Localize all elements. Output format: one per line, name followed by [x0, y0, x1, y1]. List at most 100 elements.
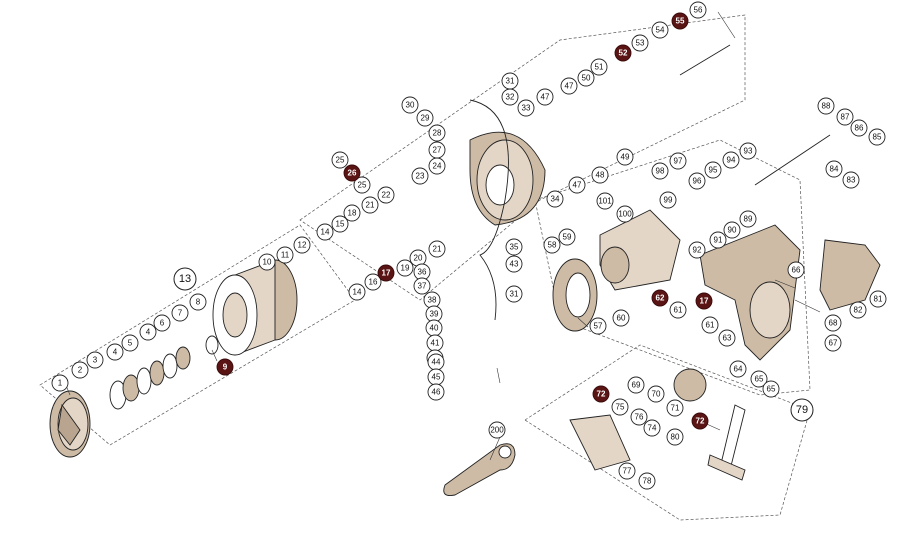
- spool-part: [212, 259, 298, 356]
- reel-body-part: [699, 224, 801, 361]
- callout-number: 87: [841, 113, 850, 122]
- callout-number: 40: [430, 324, 439, 333]
- main-gear-part: [552, 258, 598, 332]
- callout-32: 32: [501, 88, 519, 106]
- callout-circle: [589, 317, 607, 335]
- callout-circle: [331, 215, 349, 233]
- callout-number: 63: [723, 334, 732, 343]
- callout-number: 98: [656, 167, 665, 176]
- callout-number: 59: [563, 233, 572, 242]
- callout-number: 82: [854, 306, 863, 315]
- callout-circle: [669, 152, 687, 170]
- callout-35: 35: [505, 238, 523, 256]
- callout-number: 53: [636, 39, 645, 48]
- callout-46: 46: [427, 383, 445, 401]
- callout-2: 2: [71, 361, 89, 379]
- callout-28: 28: [428, 124, 446, 142]
- callout-101: 101: [596, 192, 614, 210]
- callout-number: 34: [551, 195, 560, 204]
- main-shaft-part: [679, 44, 731, 76]
- callout-circle: [428, 141, 446, 159]
- callout-17: 17: [695, 292, 713, 310]
- callout-circle: [543, 236, 561, 254]
- callout-8: 8: [189, 293, 207, 311]
- callout-number: 75: [616, 403, 625, 412]
- callout-number: 61: [706, 321, 715, 330]
- callout-45: 45: [427, 368, 445, 386]
- callout-71: 71: [666, 399, 684, 417]
- callout-circle: [536, 88, 554, 106]
- callout-number: 52: [619, 49, 628, 58]
- callout-circle: [505, 255, 523, 273]
- callout-12: 12: [293, 236, 311, 254]
- callout-87: 87: [836, 108, 854, 126]
- callout-circle: [659, 191, 677, 209]
- callout-number: 36: [418, 268, 427, 277]
- callout-86: 86: [850, 119, 868, 137]
- callout-circle: [501, 88, 519, 106]
- callout-65: 65: [762, 380, 780, 398]
- callout-number: 39: [430, 310, 439, 319]
- callout-number: 80: [671, 433, 680, 442]
- callout-number: 101: [598, 197, 612, 206]
- callout-number: 14: [321, 228, 330, 237]
- callout-circle: [787, 261, 805, 279]
- callout-80: 80: [666, 428, 684, 446]
- callout-82: 82: [849, 301, 867, 319]
- callout-circle: [688, 241, 706, 259]
- callout-16: 16: [364, 273, 382, 291]
- callout-number: 69: [632, 381, 641, 390]
- callout-number: 89: [744, 215, 753, 224]
- callout-47: 47: [536, 88, 554, 106]
- callout-55: 55: [671, 12, 689, 30]
- callout-74: 74: [643, 419, 661, 437]
- callout-18: 18: [343, 204, 361, 222]
- callout-circle: [348, 283, 366, 301]
- callout-number: 85: [873, 133, 882, 142]
- callout-circle: [718, 329, 736, 347]
- callout-89: 89: [739, 210, 757, 228]
- callout-number: 47: [573, 181, 582, 190]
- callout-number: 1: [58, 379, 63, 388]
- callout-circle: [86, 351, 104, 369]
- callout-circle: [616, 148, 634, 166]
- callout-number: 88: [822, 102, 831, 111]
- callout-number: 56: [694, 6, 703, 15]
- side-cover-part: [819, 239, 881, 311]
- callout-number: 18: [348, 209, 357, 218]
- callout-circle: [666, 428, 684, 446]
- callout-number: 19: [401, 264, 410, 273]
- callout-number: 49: [621, 153, 630, 162]
- callout-circle: [276, 246, 294, 264]
- callout-24: 24: [428, 157, 446, 175]
- callout-number: 68: [829, 319, 838, 328]
- callout-circle: [517, 99, 535, 117]
- handle-knob-part: [443, 443, 516, 496]
- callout-10: 10: [258, 253, 276, 271]
- callout-circle: [428, 240, 446, 258]
- callout-circle: [825, 160, 843, 178]
- drag-washers-part: [109, 335, 219, 410]
- callout-number: 83: [847, 176, 856, 185]
- callout-number: 47: [541, 93, 550, 102]
- callout-68: 68: [824, 314, 842, 332]
- callout-85: 85: [868, 128, 886, 146]
- callout-90: 90: [723, 221, 741, 239]
- callout-number: 99: [664, 196, 673, 205]
- callout-circle: [611, 398, 629, 416]
- callout-circle: [353, 176, 371, 194]
- callout-43: 43: [505, 255, 523, 273]
- callout-22: 22: [377, 186, 395, 204]
- callout-circle: [638, 472, 656, 490]
- callout-78: 78: [638, 472, 656, 490]
- callout-20: 20: [409, 249, 427, 267]
- callout-4: 4: [106, 343, 124, 361]
- callout-number: 95: [709, 166, 718, 175]
- callout-circle: [331, 151, 349, 169]
- callout-circle: [51, 374, 69, 392]
- callout-83: 83: [842, 171, 860, 189]
- callout-1: 1: [51, 374, 69, 392]
- callout-96: 96: [688, 172, 706, 190]
- callout-number: 46: [432, 388, 441, 397]
- callout-circle: [616, 205, 634, 223]
